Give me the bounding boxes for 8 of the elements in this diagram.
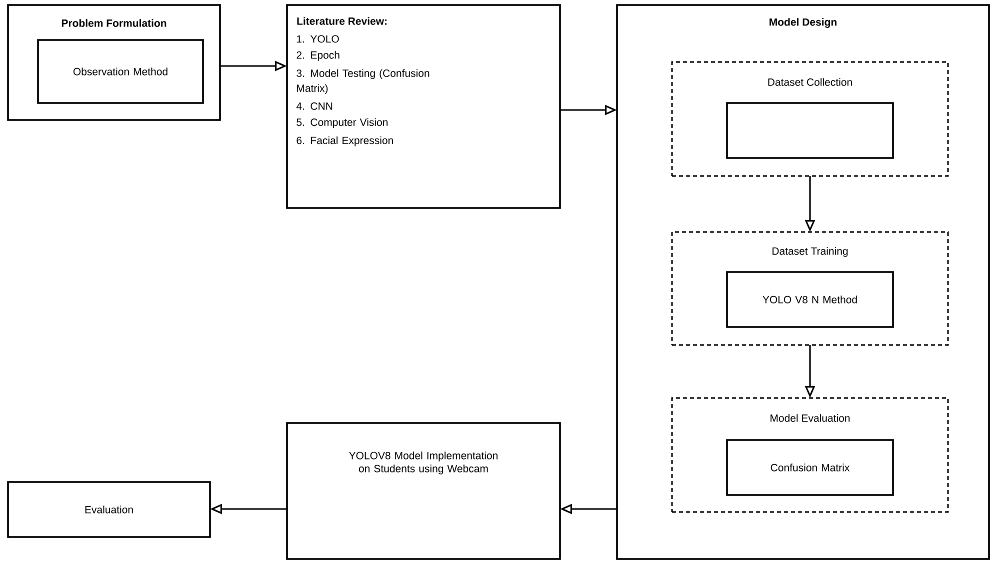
process-box: Confusion Matrix xyxy=(726,439,894,496)
process-box xyxy=(726,102,894,159)
process-box: YOLOV8 Model Implementation on Students using Webcam xyxy=(286,422,561,560)
process-box: Evaluation xyxy=(7,481,211,538)
list-box: Literature Review: 1. YOLO 2. Epoch 3. Model Testing (Confusion Matrix) 4. CNN 5. Computer Vision 6. Facial Expression xyxy=(286,4,561,209)
process-box: Observation Method xyxy=(37,39,204,104)
process-box: YOLO V8 N Method xyxy=(726,271,894,328)
dashed-group-box: Dataset Collection xyxy=(671,61,949,177)
